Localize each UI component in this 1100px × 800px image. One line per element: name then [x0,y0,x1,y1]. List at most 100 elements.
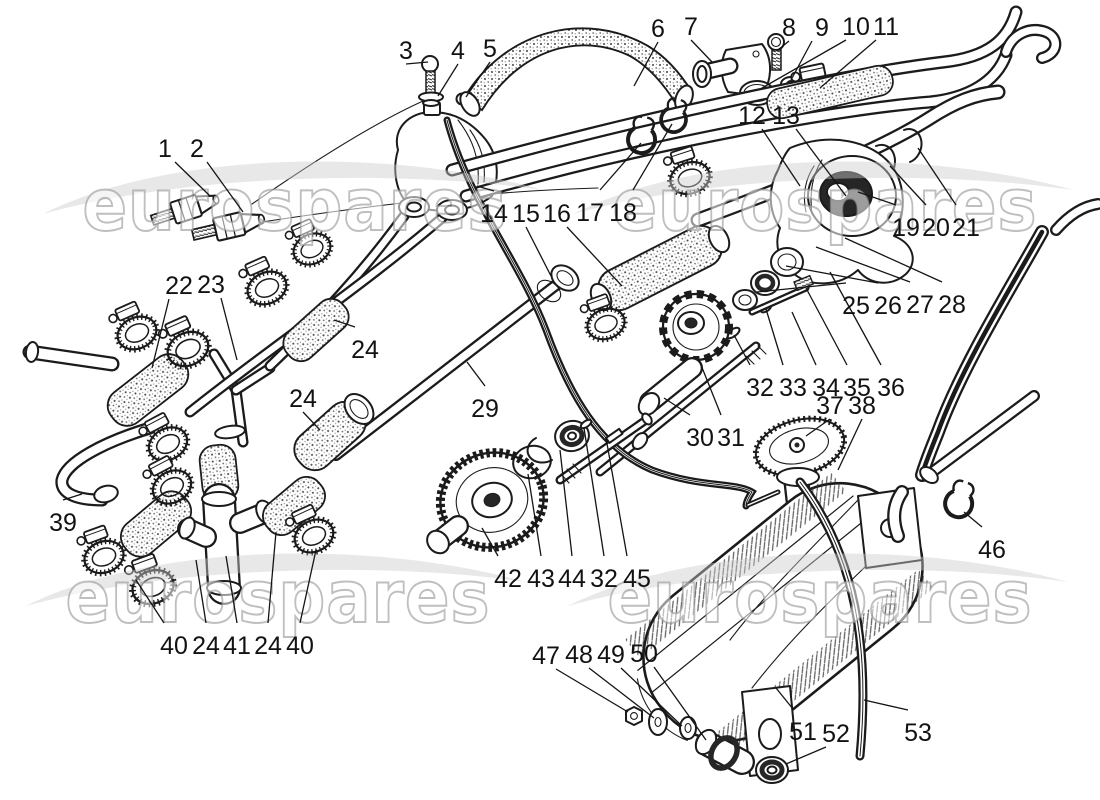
part-number: 19 [892,214,920,242]
right-hoses [887,198,1100,543]
part-number: 24 [254,632,282,660]
callout-leader [632,123,673,191]
callout-leader [963,511,983,528]
callout-leader [761,39,847,89]
left-pipe-and-foam [22,341,190,427]
callout-leader [220,297,238,361]
part-number: 43 [527,565,555,593]
callout-leader [785,746,827,765]
part-number: 15 [512,200,540,228]
part-number: 24 [192,632,220,660]
callout-leader [698,359,722,416]
part-number: 9 [815,14,829,42]
callout-leader [844,237,943,283]
part-number: 50 [630,640,658,668]
callout-leader [756,282,847,293]
callout-leader [583,427,605,557]
callout-leader [805,418,831,437]
part-number: 53 [904,719,932,747]
callout-leader [795,128,847,197]
callout-leader [174,161,211,197]
part-number: 17 [576,199,604,227]
part-number: 20 [922,214,950,242]
callout-leader [790,40,813,81]
part-number: 12 [738,102,766,130]
part-number: 31 [717,424,745,452]
callout-leader [777,40,790,51]
part-number: 2 [190,135,204,163]
callout-leader [815,246,911,283]
callout-leader [819,39,877,89]
part-number: 6 [651,15,665,43]
callout-leader [829,271,882,366]
part-number: 5 [483,35,497,63]
part-number: 48 [565,641,593,669]
watermark-swoosh [568,553,1068,606]
part-number: 49 [597,641,625,669]
part-number: 24 [289,385,317,413]
part-number: 47 [532,642,560,670]
upper-braided-hose [459,27,694,117]
part-number: 52 [822,720,850,748]
callout-leader [333,319,356,328]
part-number: 27 [906,291,934,319]
part-number: 40 [160,632,188,660]
part-number: 24 [351,336,379,364]
part-number: 26 [874,292,902,320]
callout-leader [633,41,659,87]
watermark-swoosh [573,161,1073,214]
part-number: 36 [877,374,905,402]
callout-leader [267,531,277,624]
part-number: 44 [558,565,586,593]
part-number: 41 [223,632,251,660]
callout-leader [761,128,801,187]
part-number: 32 [746,374,774,402]
water-pump [725,138,914,340]
part-number: 37 [816,392,844,420]
part-number: 34 [812,374,840,402]
callout-leader [863,699,909,711]
callout-leader [917,147,957,206]
part-number: 25 [842,292,870,320]
line-art [22,5,1100,784]
part-number: 21 [952,214,980,242]
watermark-text: eurospares [608,555,1033,639]
part-number: 1 [158,135,172,163]
pipe-29 [330,264,580,461]
part-number: 18 [609,199,637,227]
part-number: 13 [772,102,800,130]
part-number: 23 [197,271,225,299]
callout-leader [225,555,238,624]
part-number: 38 [848,392,876,420]
callout-leader [805,287,848,366]
main-pipes-top-right [445,5,1062,228]
braided-sleeve-16 [578,224,731,344]
callout-leader [653,666,707,741]
part-number: 3 [399,37,413,65]
callout-leader [620,667,683,727]
callout-leader [476,185,495,192]
part-number: 22 [165,272,193,300]
callout-leader [151,298,170,369]
callout-leader [889,165,927,206]
callout-leader [195,559,207,624]
watermark-text: eurospares [83,163,508,247]
part-number: 10 [842,13,870,41]
callout-leader [405,61,429,65]
part-number: 33 [779,374,807,402]
callout-leader [465,61,491,98]
callout-leader [62,493,83,501]
callout-leader [663,397,691,416]
callout-leader [559,449,573,557]
part-number: 14 [480,200,508,228]
part-number: 40 [286,632,314,660]
part-number: 28 [938,291,966,319]
callout-leader [135,579,165,624]
part-number: 42 [494,565,522,593]
callout-leader [690,39,713,63]
callout-leader [605,437,628,557]
part-number: 16 [543,200,571,228]
callout-leader [599,142,642,191]
